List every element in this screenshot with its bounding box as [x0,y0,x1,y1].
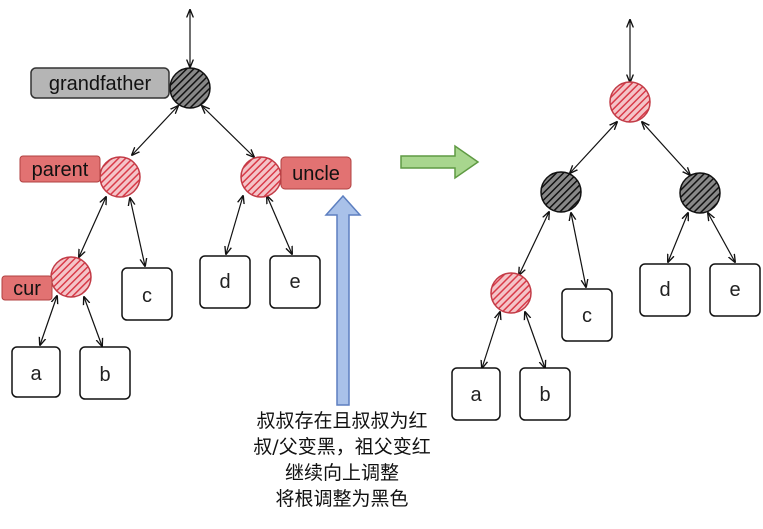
leaf-d-left [199,255,251,309]
tag-parent-label: parent [32,159,89,181]
edge-cur-b [84,297,102,346]
leaf-c-right [561,288,613,342]
node-parent-right [540,171,582,213]
edge-grandfather-uncle [202,106,254,157]
green-transform-arrow [400,144,480,180]
edge-uncle-d [226,196,243,254]
r-edge-right-d [668,213,688,262]
node-uncle [240,156,282,198]
leaf-c-left [121,267,173,321]
caption: 叔叔存在且叔叔为红 叔/父变黑，祖父变红 继续向上调整 将根调整为黑色 [222,408,462,512]
blue-pointer-arrow [324,194,362,406]
node-uncle-right [679,172,721,214]
caption-line-4: 将根调整为黑色 [275,488,409,510]
caption-line-3: 继续向上调整 [284,462,399,484]
leaf-d-left-label: d [219,271,230,293]
r-edge-root-right [642,122,690,175]
tag-grandfather [30,67,170,99]
leaf-d-right-label: d [659,279,670,301]
leaf-e-right-label: e [729,279,740,301]
r-edge-root-left [570,122,617,173]
tag-uncle-label: uncle [292,163,340,185]
tag-parent [19,155,101,183]
leaf-a-left [11,346,61,398]
leaf-b-right [519,367,571,421]
leaf-e-left-label: e [289,271,300,293]
node-parent [99,156,141,198]
node-cur [50,256,92,298]
edge-uncle-e [267,196,292,254]
edge-cur-a [40,296,57,345]
tag-cur [1,275,53,301]
leaf-e-right [709,263,761,317]
node-cur-right [490,272,532,314]
edge-parent-c [130,198,145,266]
r-edge-left-c [571,213,586,287]
caption-line-1: 叔叔存在且叔叔为红 [256,410,428,432]
leaf-a-left-label: a [30,363,42,385]
node-root-right [609,81,651,123]
edge-grandfather-parent [132,106,178,155]
tag-grandfather-label: grandfather [49,73,152,95]
tag-cur-label: cur [13,278,41,300]
leaf-b-left-label: b [99,364,110,386]
leaf-a-right [451,367,501,421]
leaf-c-left-label: c [142,285,152,307]
leaf-b-right-label: b [539,384,550,406]
tag-uncle [280,156,352,190]
leaf-b-left [79,346,131,400]
r-edge-right-e [708,213,735,262]
r-edge-cur-b [525,312,545,368]
leaf-c-right-label: c [582,305,592,327]
r-edge-left-cur [519,212,549,275]
r-edge-cur-a [482,312,500,368]
node-grandfather [169,67,211,109]
edge-parent-cur [79,197,106,257]
leaf-a-right-label: a [470,384,482,406]
caption-line-2: 叔/父变黑，祖父变红 [253,436,431,458]
leaf-d-right [639,263,691,317]
leaf-e-left [269,255,321,309]
